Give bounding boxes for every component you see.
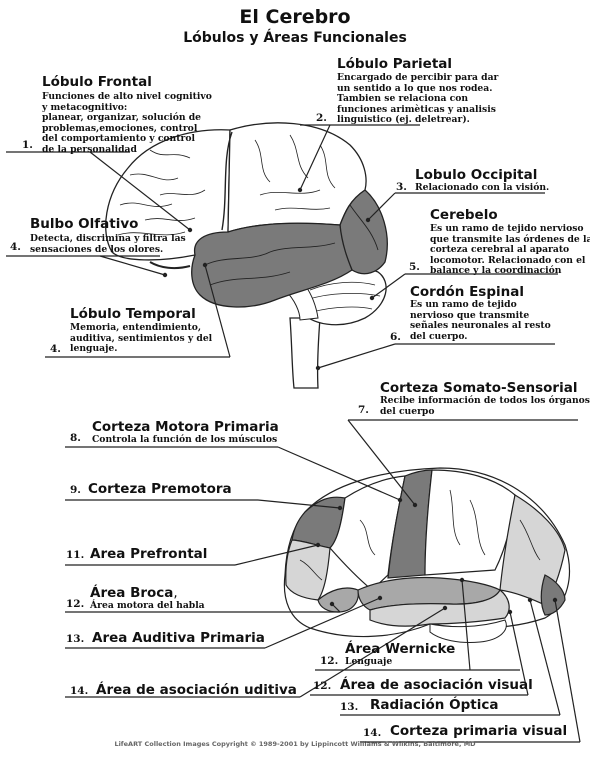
frontal-lobe-number: 1. xyxy=(22,139,33,151)
parietal-lobe-title: Lóbulo Parietal xyxy=(337,56,453,72)
auditory-association-number: 14. xyxy=(70,685,89,697)
auditory-number: 13. xyxy=(66,633,85,645)
top-brain xyxy=(105,122,388,389)
auditory-title: Area Auditiva Primaria xyxy=(92,630,265,646)
prefrontal-number: 11. xyxy=(66,549,85,561)
motor-cortex-number: 8. xyxy=(70,432,81,444)
spinal-cord-number: 6. xyxy=(390,331,401,343)
primary-visual-shape xyxy=(540,574,566,616)
premotor-title: Corteza Premotora xyxy=(88,481,232,497)
optic-radiation-number: 13. xyxy=(340,701,359,713)
primary-visual-number: 14. xyxy=(363,727,382,739)
motor-cortex-title: Corteza Motora Primaria xyxy=(92,419,279,435)
broca-title: Área Broca, xyxy=(90,585,178,601)
broca-area-shape xyxy=(317,587,359,613)
somatosensory-title: Corteza Somato-Sensorial xyxy=(380,380,578,396)
primary-visual-title: Corteza primaria visual xyxy=(390,723,568,739)
page-title: El Cerebro xyxy=(239,6,351,28)
cerebellum-title: Cerebelo xyxy=(430,207,498,223)
spinal-cord-title: Cordón Espinal xyxy=(410,284,524,300)
broca-desc: Área motora del habla xyxy=(90,600,205,611)
leader-lines-top xyxy=(6,124,558,371)
wernicke-desc: Lenguaje xyxy=(345,656,393,667)
occipital-lobe-desc: Relacionado con la visión. xyxy=(415,182,550,193)
visual-association-number: 12. xyxy=(313,680,332,692)
bottom-brain xyxy=(283,467,571,643)
spinal-cord-shape xyxy=(289,317,321,389)
olfactory-bulb-number: 4. xyxy=(10,241,21,253)
broca-number: 12. xyxy=(66,598,85,610)
page-subtitle: Lóbulos y Áreas Funcionales xyxy=(183,30,407,46)
temporal-lobe-title: Lóbulo Temporal xyxy=(70,306,196,322)
premotor-number: 9. xyxy=(70,484,81,496)
frontal-lobe-title: Lóbulo Frontal xyxy=(42,74,152,90)
prefrontal-title: Area Prefrontal xyxy=(90,546,208,562)
temporal-lobe-shape xyxy=(191,222,353,308)
auditory-association-title: Área de asociación uditiva xyxy=(96,682,297,698)
temporal-lobe-number: 4. xyxy=(50,343,61,355)
leader-lines-bottom xyxy=(65,419,581,743)
cerebellum-number: 5. xyxy=(409,261,420,273)
somatosensory-number: 7. xyxy=(358,404,369,416)
copyright-notice: LifeART Collection Images Copyright © 19… xyxy=(114,740,476,748)
wernicke-number: 12. xyxy=(320,655,339,667)
occipital-lobe-title: Lobulo Occipital xyxy=(415,167,538,183)
wernicke-title: Área Wernicke xyxy=(345,641,456,657)
optic-radiation-title: Radiación Óptica xyxy=(370,697,499,713)
temporal-lobe-desc: Memoria, entendimiento,auditiva, sentimi… xyxy=(70,322,213,355)
visual-association-title: Área de asociación visual xyxy=(340,677,533,693)
olfactory-bulb-title: Bulbo Olfativo xyxy=(30,216,139,232)
parietal-lobe-number: 2. xyxy=(316,112,327,124)
occipital-lobe-number: 3. xyxy=(396,181,407,193)
motor-cortex-desc: Controla la función de los músculos xyxy=(92,434,278,445)
